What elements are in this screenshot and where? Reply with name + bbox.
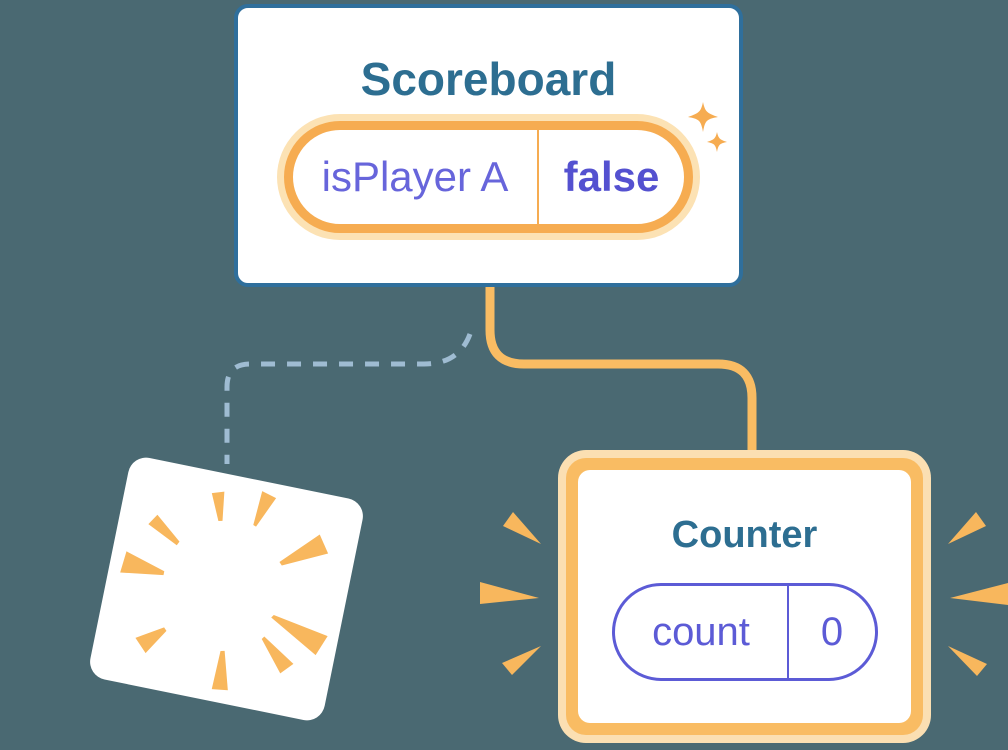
scoreboard-state-pill: isPlayer A false xyxy=(284,121,693,233)
count-value-cell: 0 xyxy=(789,586,875,678)
counter-card-border: Counter count 0 xyxy=(566,458,923,735)
destroyed-component-card xyxy=(86,454,367,724)
counter-state-pill: count 0 xyxy=(612,583,878,681)
state-pill-value-cell: false xyxy=(539,130,684,224)
emphasis-marks-left-icon xyxy=(480,512,541,675)
connector-solid-line xyxy=(485,285,757,455)
connector-dashed-line xyxy=(224,333,473,464)
state-pill-label: isPlayer A xyxy=(321,153,509,200)
sparkles-icon xyxy=(688,102,727,152)
count-label-cell: count xyxy=(615,586,789,678)
scoreboard-title: Scoreboard xyxy=(360,53,617,105)
emphasis-marks-right-icon xyxy=(948,512,1008,676)
counter-card-body: Counter count 0 xyxy=(578,470,911,723)
count-value: 0 xyxy=(820,609,844,654)
state-pill-value: false xyxy=(563,153,660,200)
count-label: count xyxy=(652,609,750,654)
counter-title: Counter xyxy=(671,514,818,556)
starburst-icon xyxy=(120,491,329,691)
counter-card: Counter count 0 xyxy=(558,450,931,743)
state-pill-label-cell: isPlayer A xyxy=(293,130,539,224)
scoreboard-card: Scoreboard isPlayer A false xyxy=(234,4,743,287)
